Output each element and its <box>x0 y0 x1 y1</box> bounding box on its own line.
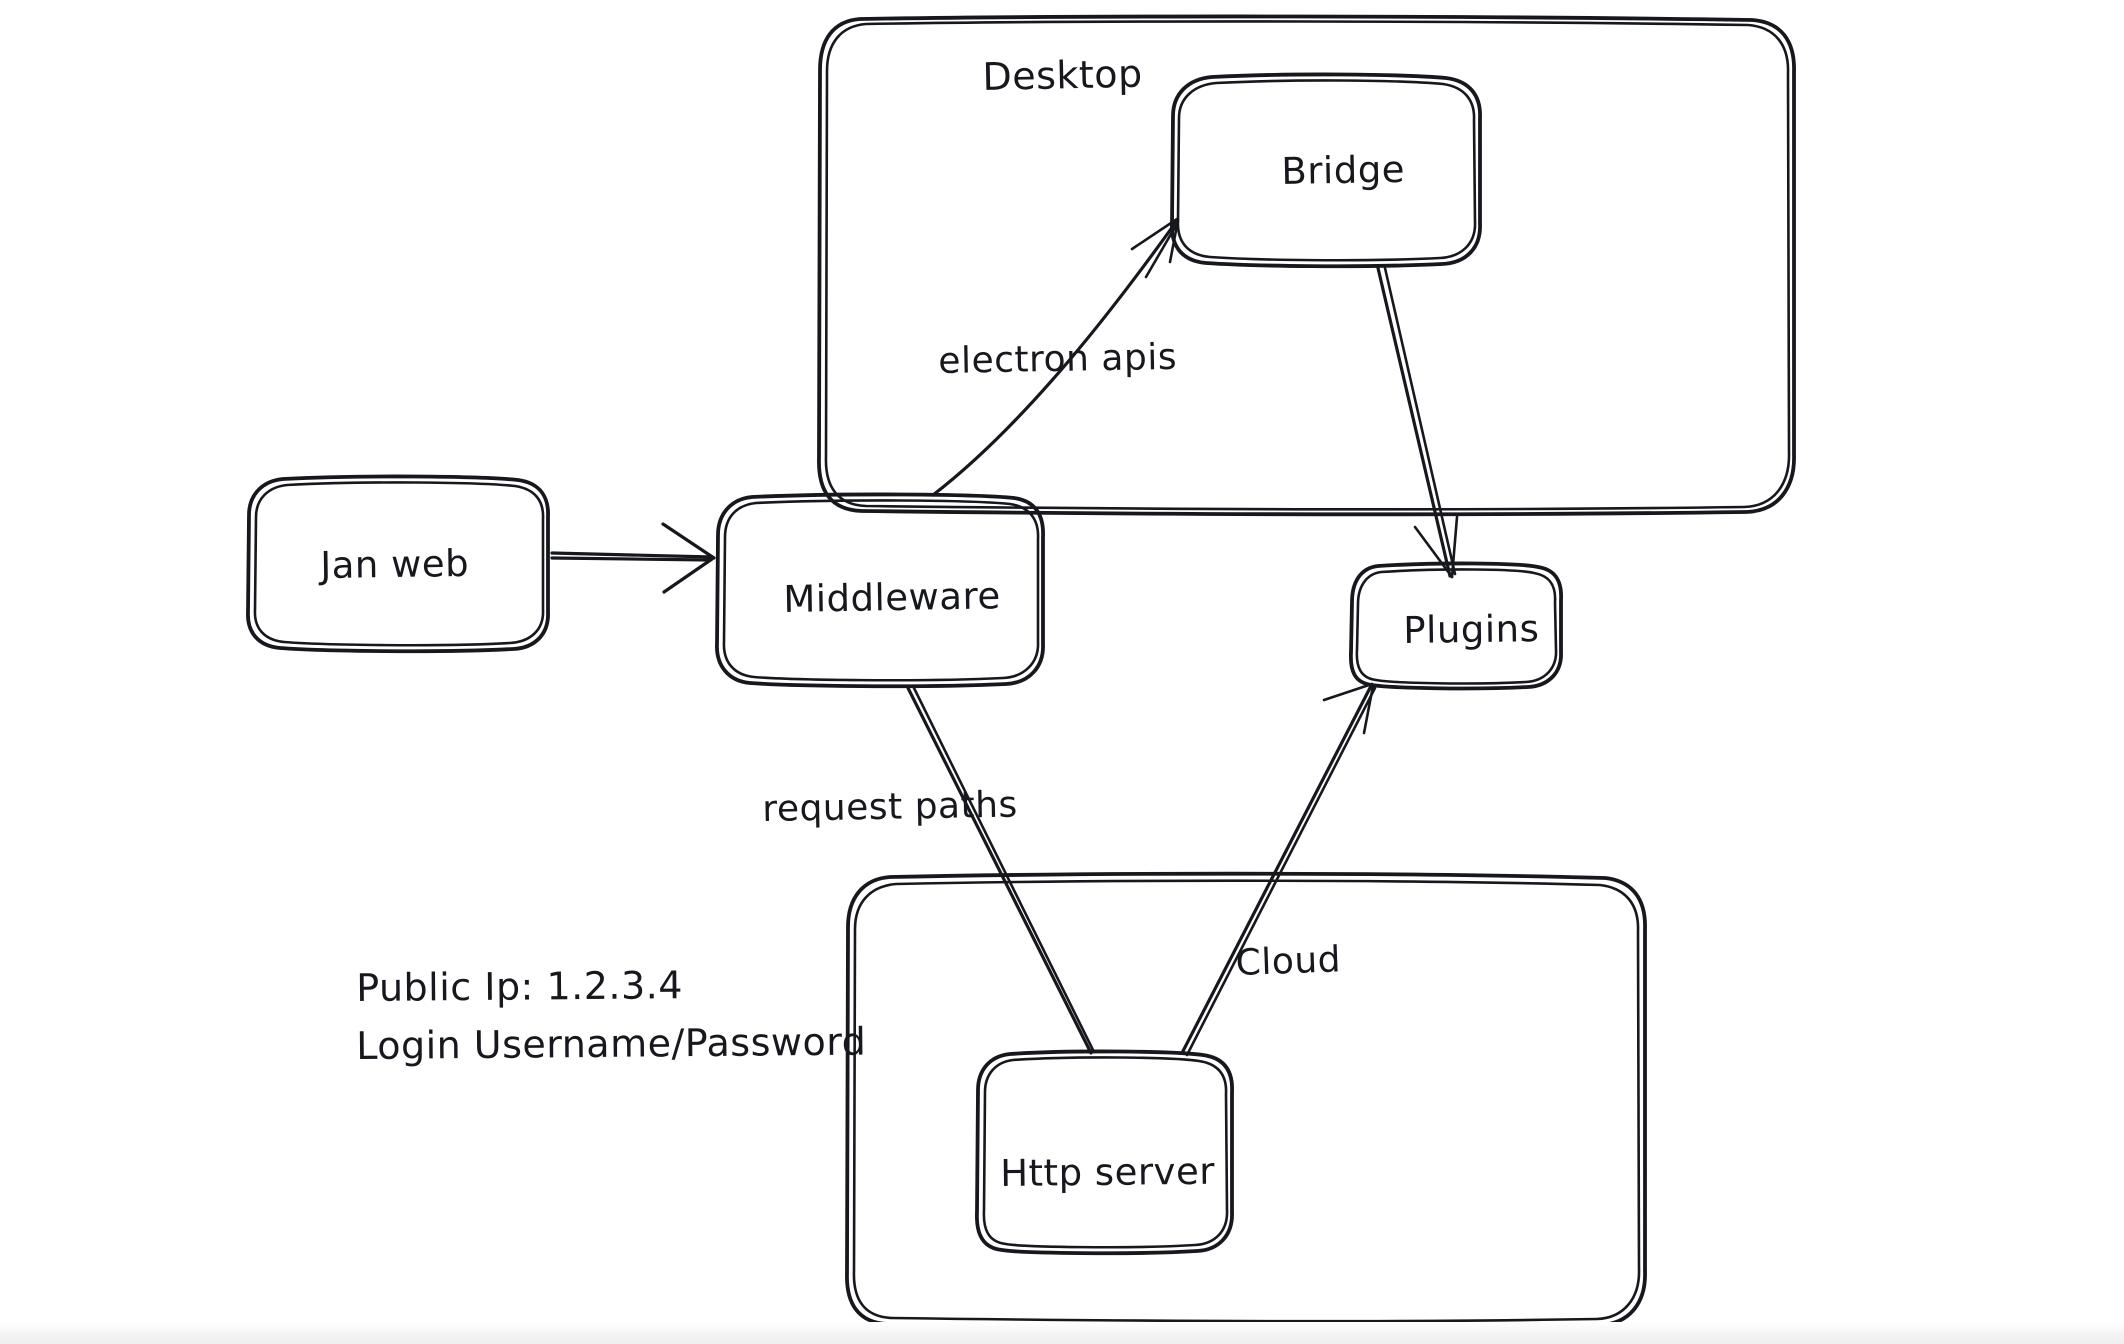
node-label-middleware: Middleware <box>783 574 1002 621</box>
node-label-jan-web: Jan web <box>320 541 470 587</box>
note-login-credentials: Login Username/Password <box>356 1019 867 1068</box>
node-label-http-server: Http server <box>1000 1149 1216 1195</box>
edge-janweb-to-middleware <box>550 522 716 594</box>
node-jan-web-outline <box>246 474 550 654</box>
edge-label-cloud: Cloud <box>1235 939 1342 984</box>
node-plugins-outline <box>1348 561 1563 691</box>
node-middleware-outline <box>715 492 1045 689</box>
note-public-ip: Public Ip: 1.2.3.4 <box>356 963 684 1010</box>
edge-httpserver-to-plugins <box>1180 682 1377 1057</box>
edge-label-electron-apis: electron apis <box>938 336 1178 382</box>
group-label-desktop: Desktop <box>982 51 1144 99</box>
edge-middleware-to-httpserver <box>906 684 1096 1055</box>
edge-bridge-to-plugins <box>1376 266 1459 579</box>
edge-middleware-to-bridge <box>931 217 1180 497</box>
page-bottom-edge <box>0 1322 2124 1344</box>
node-label-bridge: Bridge <box>1281 147 1406 193</box>
edge-label-request-paths: request paths <box>762 784 1019 830</box>
node-label-plugins: Plugins <box>1403 607 1540 652</box>
